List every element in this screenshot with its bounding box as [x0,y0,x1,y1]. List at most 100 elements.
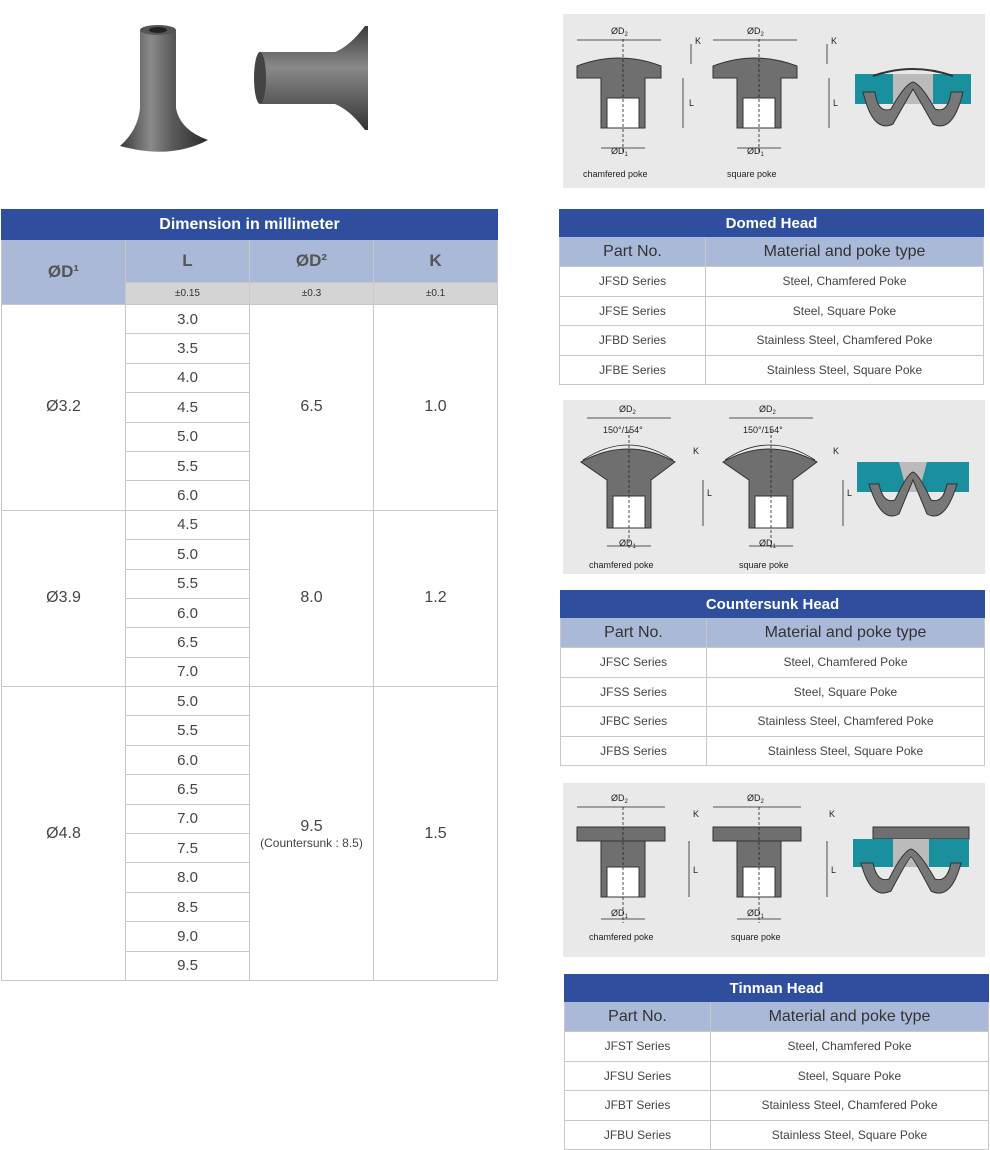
length-cell: 6.0 [125,480,250,511]
material: Steel, Chamfered Poke [709,1031,990,1062]
d1-label: ØD1 [747,908,765,920]
material: Steel, Chamfered Poke [705,647,986,678]
material: Steel, Square Poke [705,676,986,707]
tolerance-d2: ±0.3 [249,282,374,305]
material: Steel, Square Poke [709,1060,990,1091]
length-cell: 4.0 [125,362,250,394]
angle-label: 150°/154° [603,425,643,435]
length-cell: 9.0 [125,921,250,952]
length-cell: 8.0 [125,862,250,893]
d2-note: (Countersunk : 8.5) [260,835,363,850]
part-no: JFSU Series [564,1060,711,1091]
d2-value: 6.5 [249,304,374,511]
chamfered-poke-label: chamfered poke [583,169,648,179]
k-label: K [695,36,701,46]
tinman-rivet-chamfered [576,806,690,923]
d1-label: ØD1 [747,146,765,158]
length-cell: 8.5 [125,891,250,923]
k-label: K [693,809,699,819]
countersunk-head-diagram: ØD2 ØD2 150°/154° 150°/154° K K L L ØD1 … [563,400,985,574]
material: Stainless Steel, Chamfered Poke [705,325,984,356]
tinman-head-title: Tinman Head [563,974,990,1002]
k-label: K [829,809,835,819]
d1-value: Ø3.2 [1,304,126,511]
k-label: K [833,446,839,456]
d1-value: Ø3.9 [1,509,126,688]
dimension-table: Dimension in millimeter ØD¹ L ØD² K ±0.1… [0,209,499,981]
length-cell: 5.0 [125,686,250,717]
square-poke-label: square poke [739,560,789,570]
header-material: Material and poke type [709,1001,990,1032]
length-cell: 4.5 [125,509,250,541]
length-cell: 5.0 [125,421,250,452]
domed-head-diagram: ØD2 ØD2 K K L L ØD1 ØD1 chamfered poke s… [563,14,985,188]
header-d2: ØD² [249,239,374,283]
k-label: K [831,36,837,46]
material: Stainless Steel, Chamfered Poke [705,706,986,737]
domed-rivet-square [712,39,830,154]
length-cell: 5.0 [125,539,250,570]
header-d1: ØD¹ [1,239,126,305]
header-k: K [372,239,499,283]
square-poke-label: square poke [727,169,777,179]
part-no: JFBT Series [564,1090,711,1121]
material: Stainless Steel, Square Poke [705,735,986,766]
tinman-installed-view [853,826,970,894]
tolerance-l: ±0.15 [125,282,250,305]
length-cell: 3.5 [125,333,250,364]
tinman-head-table: Tinman Head Part No. Material and poke t… [563,974,990,1150]
material: Stainless Steel, Chamfered Poke [709,1090,990,1121]
header-part-no: Part No. [560,617,707,648]
length-cell: 6.0 [125,744,250,776]
header-l: L [125,239,250,283]
material: Stainless Steel, Square Poke [709,1119,990,1150]
material: Steel, Square Poke [705,295,984,326]
header-part-no: Part No. [564,1001,711,1032]
part-no: JFST Series [564,1031,711,1062]
d2-label: ØD2 [611,793,629,805]
part-no: JFBE Series [559,354,706,385]
length-cell: 5.5 [125,568,250,599]
chamfered-poke-label: chamfered poke [589,560,654,570]
tinman-rivet-square [712,806,828,923]
part-no: JFBC Series [560,706,707,737]
k-value: 1.2 [372,509,499,688]
d2-value-cell: 9.5 (Countersunk : 8.5) [249,686,374,981]
header-material: Material and poke type [705,617,986,648]
l-label: L [693,865,698,875]
l-label: L [831,865,836,875]
d2-label: ØD2 [747,26,765,38]
square-poke-label: square poke [731,932,781,942]
length-cell: 6.5 [125,774,250,805]
domed-head-title: Domed Head [559,209,984,237]
l-label: L [707,488,712,498]
d2-label: ØD2 [747,793,765,805]
length-cell: 7.0 [125,656,250,688]
length-cell: 6.0 [125,597,250,629]
length-cell: 4.5 [125,392,250,423]
part-no: JFBD Series [559,325,706,356]
countersunk-head-table: Countersunk Head Part No. Material and p… [559,590,986,766]
length-cell: 9.5 [125,950,250,981]
chamfered-poke-label: chamfered poke [589,932,654,942]
d1-value: Ø4.8 [1,686,126,981]
tinman-head-diagram: ØD2 ØD2 K K L L ØD1 ØD1 chamfered poke s… [563,783,985,957]
angle-label: 150°/154° [743,425,783,435]
l-label: L [833,98,838,108]
part-no: JFSD Series [559,266,706,297]
d2-value: 9.5 [300,817,323,835]
material: Stainless Steel, Square Poke [705,354,984,385]
part-no: JFSC Series [560,647,707,678]
countersunk-installed-view [857,462,969,517]
d2-value: 8.0 [249,509,374,688]
l-label: L [847,488,852,498]
d2-label: ØD2 [619,404,637,416]
k-value: 1.0 [372,304,499,511]
k-value: 1.5 [372,686,499,981]
length-cell: 3.0 [125,303,250,335]
rivet-nut-photo [120,25,368,152]
part-no: JFBS Series [560,735,707,766]
countersunk-rivet-chamfered [580,417,704,550]
d1-label: ØD1 [611,146,629,158]
domed-rivet-chamfered [576,39,692,154]
